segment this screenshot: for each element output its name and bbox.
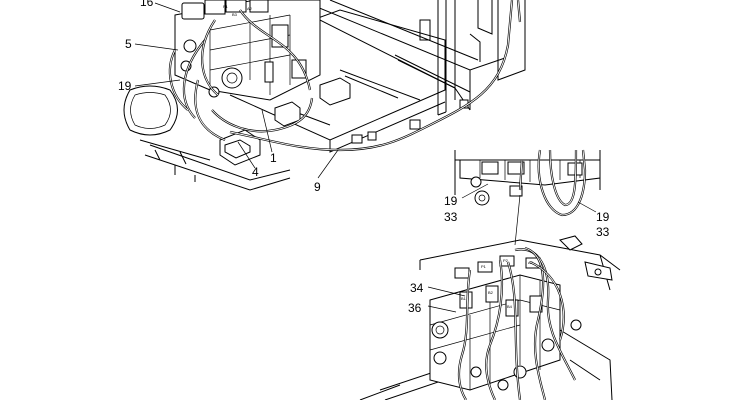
callout-34: 34 [410,281,424,295]
callout-19-detail-right: 19 [596,210,610,224]
callout-19-detail-left: 19 [444,194,458,208]
svg-text:P2: P2 [503,258,509,263]
callout-33-detail-right: 33 [596,225,610,239]
callout-9: 9 [314,180,321,194]
callout-labels: 16 5 19 1 4 9 19 33 19 33 34 36 [118,0,610,315]
leader-lines [134,2,597,313]
fitting-19-left [474,190,490,206]
mast-plate [437,0,456,116]
lower-assembly-view: P1 P2 A3 B1 B2 B4 [359,235,621,400]
callout-33-detail-left: 33 [444,210,458,224]
svg-text:P1: P1 [481,264,487,269]
svg-text:B1: B1 [461,296,467,301]
boom-arm [299,0,506,111]
turntable-ring [123,85,178,136]
svg-text:B3: B3 [232,12,238,17]
detail-view [454,149,601,246]
callout-19-upper: 19 [118,79,132,93]
valve-port-cap [221,67,243,89]
clamp-fitting [351,134,363,144]
callout-1: 1 [270,151,277,165]
machine-frame [229,9,446,153]
callout-36: 36 [408,301,422,315]
callout-4: 4 [252,165,259,179]
svg-text:P1: P1 [223,4,229,9]
svg-text:A2: A2 [247,6,253,11]
upper-assembly-view [123,0,526,191]
callout-5: 5 [125,37,132,51]
svg-text:B4: B4 [507,304,513,309]
hoses-upper [168,0,522,152]
callout-16: 16 [140,0,154,9]
svg-text:B2: B2 [488,290,494,295]
